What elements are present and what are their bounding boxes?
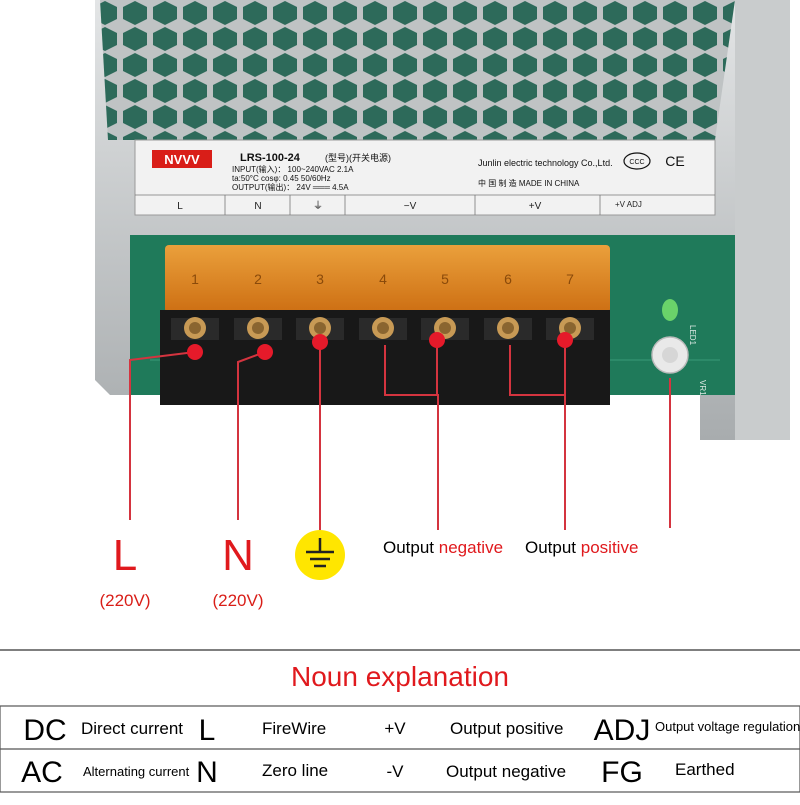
wire-negative-a (384, 345, 439, 530)
abbr-l: L (199, 714, 216, 747)
wire-n (237, 351, 266, 520)
abbr-minus-v: -V (387, 762, 405, 781)
output-positive-word: positive (581, 538, 639, 557)
callout-l-voltage: (220V) (99, 591, 150, 610)
terminal-number-6: 6 (504, 271, 512, 287)
model-text: LRS-100-24 (240, 152, 301, 164)
explanation-table (0, 705, 800, 793)
terminal-number-4: 4 (379, 271, 387, 287)
output-positive-prefix: Output (525, 538, 581, 557)
power-supply-photo: NVVV LRS-100-24 (型号)(开关电源) INPUT(输入)： 10… (95, 0, 790, 440)
desc-l: FireWire (262, 719, 326, 738)
desc-adj: Output voltage regulation (655, 719, 800, 734)
terminal-number-2: 2 (254, 271, 262, 287)
board-mark-vr: VR1 (698, 380, 707, 396)
output-negative-word: negative (439, 538, 503, 557)
terminal-label-plus-v: +V (529, 201, 542, 212)
wire-dots (187, 332, 573, 360)
input-spec: INPUT(输入)： 100~240VAC 2.1A (232, 164, 354, 174)
desc-dc: Direct current (81, 719, 183, 738)
ccc-mark-text: CCC (629, 159, 644, 166)
terminal-numbers: 1 2 3 4 5 6 7 (191, 271, 574, 287)
terminal-label-n: N (254, 201, 261, 212)
wire-positive-a (509, 345, 566, 530)
wiring-lines (129, 340, 671, 530)
desc-plus-v: Output positive (450, 719, 563, 738)
earth-ground-icon (295, 530, 345, 580)
terminal-label-l: L (177, 201, 183, 212)
table-row: DC Direct current L FireWire +V Output p… (23, 714, 800, 747)
desc-n: Zero line (262, 761, 328, 780)
terminal-cover (165, 245, 610, 313)
adj-label: +V ADJ (615, 200, 642, 209)
terminal-label-minus-v: −V (404, 201, 417, 212)
terminal-screws (171, 317, 594, 340)
brand-logo (152, 150, 212, 168)
output-negative-prefix: Output (383, 538, 439, 557)
abbr-n: N (196, 756, 218, 789)
noun-explanation-heading: Noun explanation (291, 661, 509, 692)
terminal-label-row: L N ⏚ −V +V +V ADJ (177, 195, 642, 215)
terminal-number-1: 1 (191, 271, 199, 287)
abbr-ac: AC (21, 756, 63, 789)
desc-ac: Alternating current (83, 764, 190, 779)
housing-side (735, 0, 790, 440)
terminal-number-3: 3 (316, 271, 324, 287)
terminal-number-7: 7 (566, 271, 574, 287)
model-cn-text: (型号)(开关电源) (325, 152, 391, 163)
table-row: AC Alternating current N Zero line -V Ou… (21, 756, 734, 789)
callout-n-voltage: (220V) (212, 591, 263, 610)
noun-explanation-section: Noun explanation DC Direct current L Fir… (0, 649, 800, 793)
desc-minus-v: Output negative (446, 762, 566, 781)
callout-output-negative: Output negative (383, 538, 503, 557)
terminal-number-5: 5 (441, 271, 449, 287)
brand-text: NVVV (164, 152, 200, 167)
wire-l (129, 351, 196, 520)
ccc-mark-icon (623, 152, 651, 170)
board-mark-led: LED1 (688, 325, 697, 346)
callout-output-positive: Output positive (525, 538, 638, 557)
temp-spec: ta:50°C cosφ: 0.45 50/60Hz (232, 174, 331, 183)
callout-l: L (113, 531, 137, 580)
label-plate (134, 139, 716, 216)
terminal-label-ground: ⏚ (313, 200, 323, 212)
output-spec: OUTPUT(输出)： 24V ═══ 4.5A (232, 182, 349, 192)
ce-mark: CE (665, 153, 684, 169)
honeycomb-vent (100, 0, 735, 140)
abbr-plus-v: +V (384, 719, 406, 738)
callout-n: N (222, 531, 254, 580)
status-led (662, 299, 678, 321)
maker-text: Junlin electric technology Co.,Ltd. (478, 158, 613, 168)
abbr-fg: FG (601, 756, 643, 789)
abbr-adj: ADJ (594, 714, 651, 747)
made-in-text: 中 国 制 造 MADE IN CHINA (478, 178, 580, 188)
abbr-dc: DC (23, 714, 66, 747)
desc-fg: Earthed (675, 760, 735, 779)
